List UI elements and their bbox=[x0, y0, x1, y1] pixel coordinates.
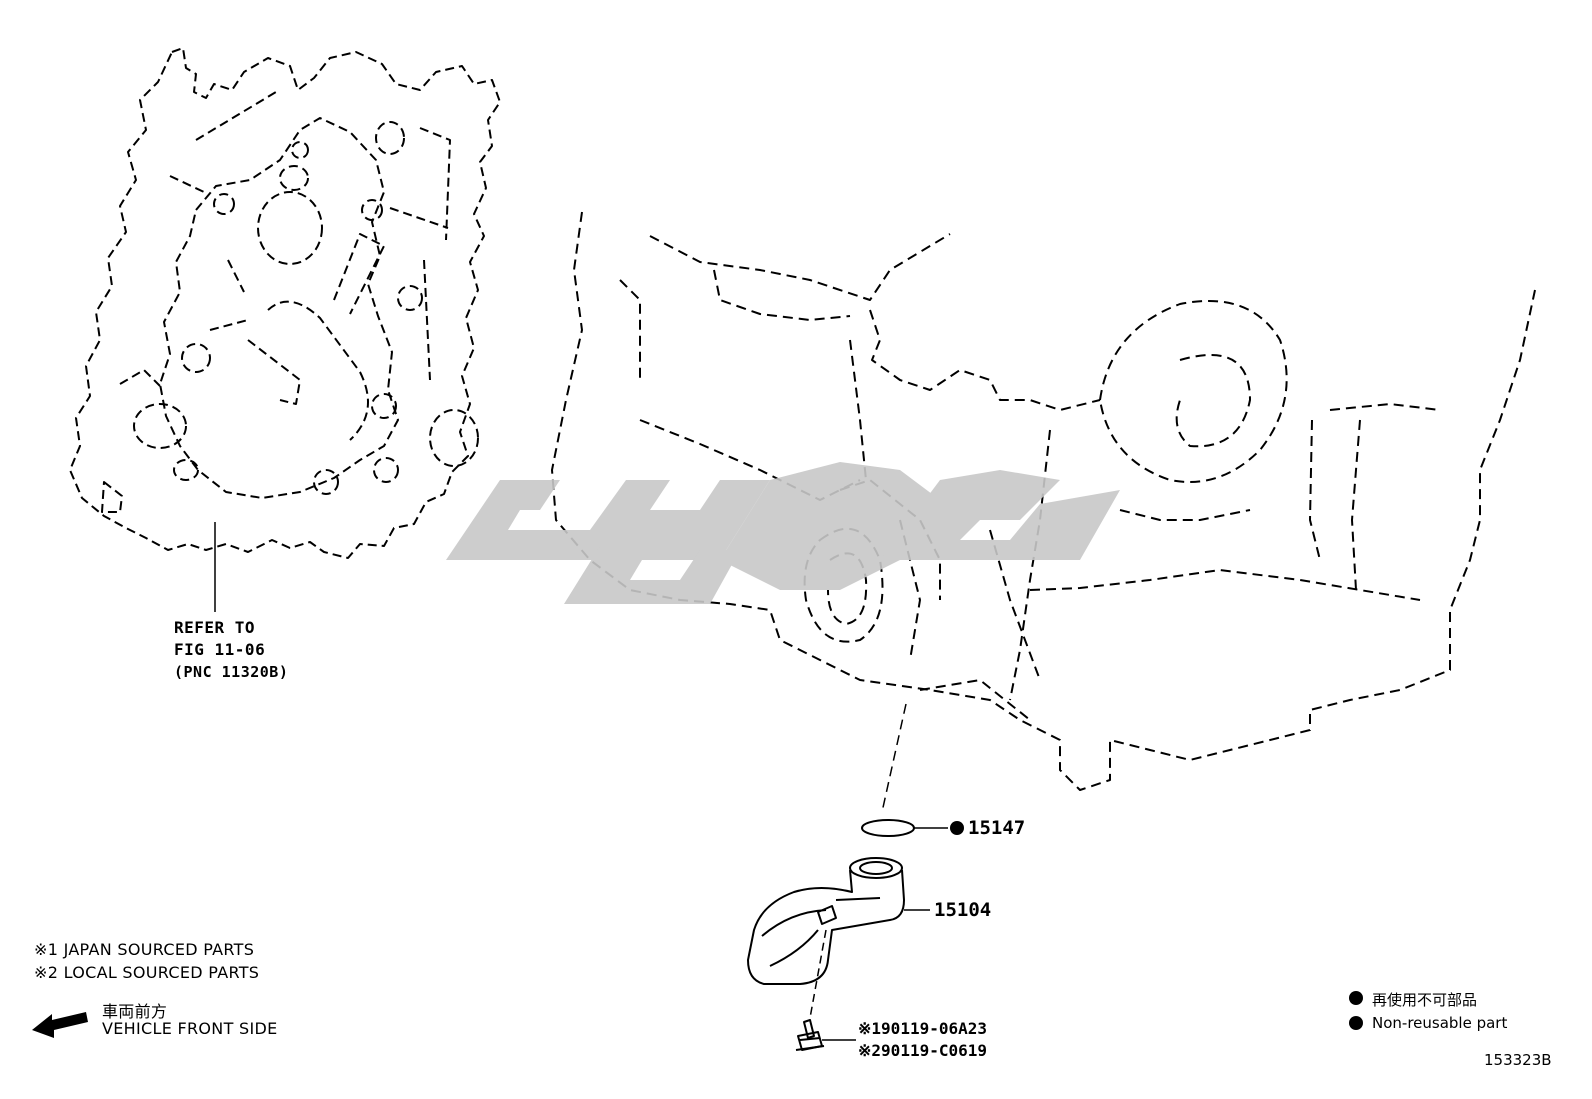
bolt-number: 90119-06A23 bbox=[881, 1019, 988, 1038]
bolt-axis-line bbox=[809, 929, 827, 1019]
o-ring-part-15147[interactable] bbox=[861, 819, 915, 837]
part-number-15104[interactable]: 15104 bbox=[934, 899, 992, 921]
reference-label-line2: FIG 11-06 bbox=[174, 640, 266, 659]
water-inlet-pipe-part-15104[interactable] bbox=[747, 857, 905, 985]
bolt-part-number-1[interactable]: ※190119-06A23 bbox=[858, 1019, 987, 1038]
note-mark: ※2 bbox=[34, 963, 59, 982]
watermark-logo bbox=[446, 462, 1120, 604]
legend-label-japanese: 再使用不可部品 bbox=[1372, 991, 1478, 1009]
timing-chain-cover-illustration bbox=[69, 47, 501, 559]
legend-bullet-icon bbox=[1349, 1016, 1363, 1030]
note-local-sourced: ※2 LOCAL SOURCED PARTS bbox=[34, 963, 259, 982]
legend-bullet-icon bbox=[1349, 991, 1363, 1005]
illustration-id: 153323B bbox=[1484, 1051, 1552, 1069]
note-mark: ※2 bbox=[858, 1041, 882, 1060]
non-reusable-marker bbox=[950, 821, 964, 835]
legend-label-english: Non-reusable part bbox=[1372, 1014, 1508, 1032]
reference-label-line3: (PNC 11320B) bbox=[174, 663, 289, 681]
note-text: JAPAN SOURCED PARTS bbox=[63, 940, 255, 959]
engine-block-illustration bbox=[551, 211, 1536, 791]
note-mark: ※1 bbox=[858, 1019, 882, 1038]
note-japan-sourced: ※1 JAPAN SOURCED PARTS bbox=[34, 940, 254, 959]
direction-label-english: VEHICLE FRONT SIDE bbox=[102, 1019, 278, 1038]
bolt-part[interactable] bbox=[795, 1019, 825, 1051]
installation-leader-line bbox=[881, 703, 907, 813]
reference-label-line1: REFER TO bbox=[174, 618, 256, 637]
note-text: LOCAL SOURCED PARTS bbox=[63, 963, 260, 982]
note-mark: ※1 bbox=[34, 940, 59, 959]
bolt-number: 90119-C0619 bbox=[881, 1041, 988, 1060]
part-number-15147[interactable]: 15147 bbox=[968, 817, 1026, 839]
direction-label-japanese: 車両前方 bbox=[102, 1002, 168, 1021]
bolt-part-number-2[interactable]: ※290119-C0619 bbox=[858, 1041, 987, 1060]
vehicle-front-arrow-icon bbox=[32, 1012, 88, 1038]
